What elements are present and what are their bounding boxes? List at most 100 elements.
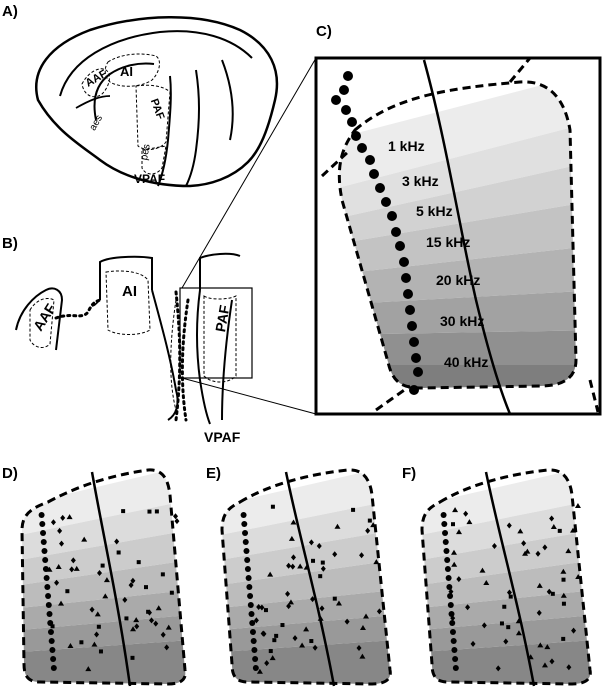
- recording-track-dots: [331, 71, 423, 395]
- diamond-marker: [153, 620, 159, 627]
- diamond-marker: [448, 588, 454, 595]
- track-dot: [247, 593, 254, 599]
- diamond-marker: [286, 603, 292, 610]
- track-dot: [250, 638, 257, 644]
- diamond-marker: [376, 608, 382, 615]
- track-dot: [450, 638, 457, 644]
- triangle-marker: [269, 655, 276, 661]
- triangle-marker: [570, 527, 577, 533]
- diamond-marker: [149, 617, 155, 624]
- square-marker: [268, 649, 273, 654]
- track-dot: [252, 656, 259, 662]
- brain-lateral-view: [35, 16, 279, 188]
- track-dot: [248, 611, 255, 617]
- track-dot: [40, 539, 47, 545]
- track-dot: [41, 548, 48, 554]
- square-marker: [561, 601, 566, 606]
- triangle-marker: [55, 564, 62, 570]
- triangle-marker: [288, 535, 295, 541]
- diamond-marker: [290, 554, 296, 561]
- track-dot: [452, 656, 459, 662]
- diamond-marker: [481, 622, 487, 629]
- freq-label: 30 kHz: [440, 313, 484, 329]
- panel-d-label: D): [2, 465, 18, 482]
- square-marker: [502, 604, 507, 609]
- diamond-marker: [456, 576, 462, 583]
- diamond-marker: [549, 515, 555, 522]
- magnified-boundary-left: [320, 148, 352, 178]
- triangle-marker: [565, 548, 572, 554]
- triangle-marker: [297, 563, 304, 569]
- panel-f-label: F): [402, 465, 416, 482]
- magnified-sulcus-line: [422, 59, 512, 415]
- diamond-marker: [535, 550, 541, 557]
- triangle-marker: [466, 519, 473, 525]
- track-dot: [40, 530, 47, 536]
- triangle-marker: [299, 642, 306, 648]
- freq-label: 20 kHz: [436, 272, 480, 288]
- square-marker: [270, 504, 275, 509]
- section-label-paf: PAF: [212, 303, 233, 333]
- square-marker: [50, 624, 55, 629]
- diamond-marker: [114, 538, 120, 545]
- diamond-marker: [173, 513, 179, 520]
- track-dot: [44, 584, 51, 590]
- triangle-marker: [303, 626, 310, 632]
- diamond-marker: [94, 631, 100, 638]
- diamond-marker: [286, 562, 292, 569]
- diamond-marker: [521, 540, 527, 547]
- triangle-marker: [287, 599, 294, 605]
- track-dot: [441, 521, 448, 527]
- freq-label: 40 kHz: [444, 354, 488, 370]
- triangle-marker: [517, 528, 524, 534]
- track-dot: [249, 620, 256, 626]
- triangle-marker: [91, 641, 98, 647]
- track-dot: [42, 557, 49, 563]
- coronal-section: [15, 252, 241, 425]
- triangle-marker: [515, 618, 522, 624]
- diamond-marker: [130, 577, 136, 584]
- square-marker: [263, 608, 268, 613]
- diamond-marker: [70, 557, 76, 564]
- triangle-marker: [560, 592, 567, 598]
- diamond-marker: [285, 590, 291, 597]
- triangle-marker: [536, 582, 543, 588]
- diamond-marker: [134, 623, 140, 630]
- diamond-marker: [365, 527, 371, 534]
- diamond-marker: [292, 635, 298, 642]
- triangle-marker: [102, 593, 109, 599]
- diamond-marker: [312, 644, 318, 651]
- square-marker: [169, 590, 174, 595]
- frequency-labels: 1 kHz 3 kHz 5 kHz 15 kHz 20 kHz 30 kHz 4…: [388, 138, 488, 370]
- track-dot: [444, 557, 451, 563]
- square-marker: [318, 574, 323, 579]
- triangle-marker: [165, 624, 172, 630]
- triangle-marker: [66, 514, 73, 520]
- track-dot: [443, 548, 450, 554]
- square-marker: [116, 550, 121, 555]
- square-marker: [124, 616, 129, 621]
- diamond-marker: [503, 638, 509, 645]
- diamond-marker: [506, 589, 512, 596]
- diamond-marker: [97, 570, 103, 577]
- map-d-markers: [38, 509, 180, 672]
- track-dot: [50, 665, 57, 671]
- freq-label: 5 kHz: [416, 203, 453, 219]
- panel-e-label: E): [206, 465, 221, 482]
- triangle-marker: [575, 574, 582, 580]
- diamond-marker: [450, 615, 456, 622]
- diamond-marker: [160, 631, 166, 638]
- track-dot: [249, 629, 256, 635]
- magnified-map-outline: [337, 80, 578, 390]
- track-dot: [242, 530, 249, 536]
- section-area-outlines: [29, 270, 237, 411]
- square-marker: [274, 633, 279, 638]
- square-marker: [146, 609, 151, 614]
- square-marker: [508, 594, 513, 599]
- freq-label: 15 kHz: [426, 234, 470, 250]
- square-marker: [351, 507, 356, 512]
- triangle-marker: [574, 503, 581, 509]
- freq-label: 1 kHz: [388, 138, 425, 154]
- square-marker: [130, 655, 135, 660]
- triangle-marker: [303, 564, 310, 570]
